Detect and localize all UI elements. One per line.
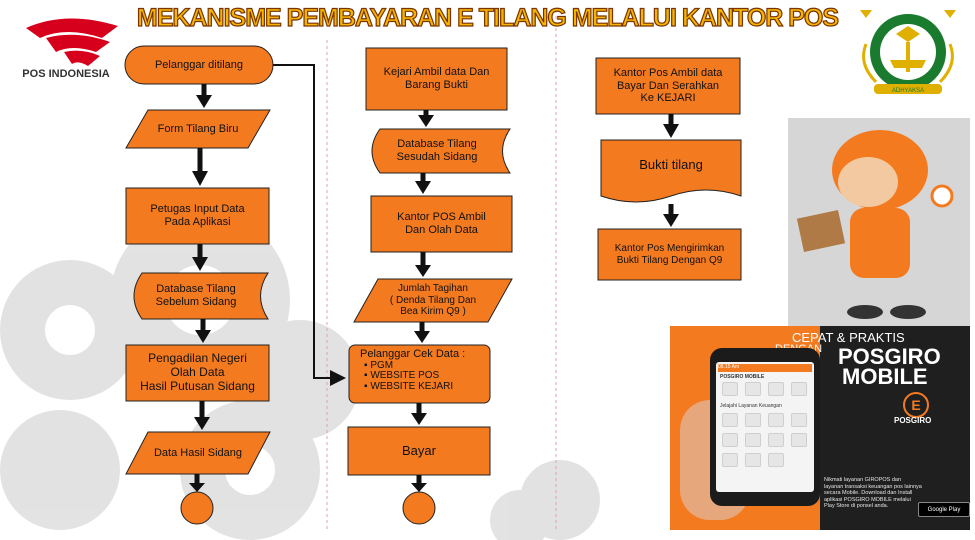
result-parallelogram (125, 431, 271, 475)
col1-arrows (194, 84, 207, 484)
phone-app-icon (745, 433, 761, 447)
kejari-process (365, 47, 508, 111)
cek-title: Pelanggar Cek Data : (360, 348, 466, 360)
ad-dark-panel (820, 326, 970, 530)
ambil-label: Kantor Pos Ambil data Bayar Dan Serahkan… (613, 67, 723, 105)
form-parallelogram (125, 109, 271, 149)
phone-app-icon (722, 433, 738, 447)
courier-mascot (788, 118, 970, 326)
kantor-label: Kantor POS Ambil Dan Olah Data (397, 211, 486, 236)
phone-section-label: Jelajahi Layanan Keuangan (720, 403, 782, 409)
cek-item: ▪ PGM (364, 359, 394, 371)
court-label: Pengadilan Negeri Olah Data Hasil Putusa… (140, 351, 255, 393)
ad-brand-1: POSGIRO (838, 344, 941, 369)
db-after-storage (371, 128, 511, 174)
phone-header: POSGIRO MOBILE (720, 374, 765, 380)
kantor-process (370, 195, 513, 253)
pos-indonesia-logo (26, 18, 118, 66)
start-label: Pelanggar ditilang (154, 58, 244, 71)
jumlah-parallelogram (353, 278, 513, 323)
db-after-label: Database Tilang Sesudah Sidang (396, 138, 478, 163)
ad-sub-brand: POSGIRO (894, 416, 932, 425)
cek-item: ▪ WEBSITE KEJARI (364, 380, 454, 392)
phone-app-icon (791, 433, 807, 447)
kirim-process (597, 228, 742, 281)
phone-time: 08.15 Am (718, 364, 812, 372)
phone-app-icon (768, 413, 784, 427)
phone-app-icon (768, 382, 784, 396)
db-before-label: Database Tilang Sebelum Sidang (155, 283, 237, 308)
bukti-document (600, 139, 742, 203)
kirim-label: Kantor Pos Mengirimkan Bukti Tilang Deng… (614, 243, 725, 266)
phone-app-icon (745, 453, 761, 467)
page-title: MEKANISME PEMBAYARAN E TILANG MELALUI KA… (136, 3, 839, 32)
bayar-process (347, 426, 491, 476)
phone-app-icon (722, 453, 738, 467)
db-before-storage (133, 272, 269, 320)
phone-app-icon (722, 382, 738, 396)
kejaksaan-logo: ADHYAKSA (846, 4, 970, 100)
result-label: Data Hasil Sidang (153, 446, 243, 459)
kejari-logo-text: ADHYAKSA (892, 88, 924, 94)
phone-app-icon (791, 382, 807, 396)
col3-arrowheads (663, 124, 679, 227)
connector-start-to-cek (273, 64, 346, 386)
cek-item: ▪ WEBSITE POS (364, 370, 440, 382)
end-connector-1 (180, 491, 214, 525)
cek-content: Pelanggar Cek Data : ▪ PGM ▪ WEBSITE POS… (360, 348, 488, 401)
bukti-label: Bukti tilang (639, 156, 703, 172)
phone-app-icon (768, 453, 784, 467)
col2-arrows (416, 110, 429, 484)
ad-brand-2: MOBILE (842, 364, 928, 389)
input-process (125, 187, 270, 245)
ad-promo-text: Nikmati layanan GIROPOS dan layanan tran… (824, 477, 922, 510)
phone-app-icon (722, 413, 738, 427)
end-connector-2 (402, 491, 436, 525)
ad-badge-icon: E (903, 392, 929, 418)
phone-app-icon (791, 413, 807, 427)
ad-tagline-1: CEPAT & PRAKTIS (792, 330, 905, 345)
google-play-badge: Google Play (918, 502, 970, 517)
col1-arrowheads (189, 95, 212, 492)
bayar-label: Bayar (402, 442, 436, 458)
phone-app-icon (745, 382, 761, 396)
kejari-label: Kejari Ambil data Dan Barang Bukti (383, 66, 490, 91)
pos-logo-text: POS INDONESIA (22, 68, 110, 80)
cek-list: ▪ PGM ▪ WEBSITE POS ▪ WEBSITE KEJARI (360, 359, 488, 393)
jumlah-label: Jumlah Tagihan ( Denda Tilang Dan Bea Ki… (389, 283, 477, 318)
phone-app-icon (745, 413, 761, 427)
ambil-process (595, 57, 741, 115)
input-label: Petugas Input Data Pada Aplikasi (150, 203, 245, 228)
phone-app-icon (768, 433, 784, 447)
col2-arrowheads (411, 115, 434, 492)
court-process (125, 344, 270, 402)
form-label: Form Tilang Biru (157, 122, 239, 135)
gear-background (0, 210, 600, 540)
